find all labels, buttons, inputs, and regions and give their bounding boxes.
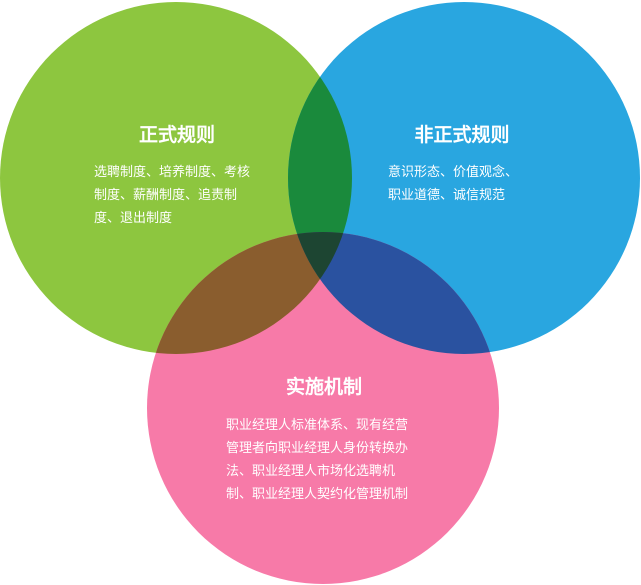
formal-rules-title: 正式规则 bbox=[139, 123, 215, 146]
mechanism-line-2: 管理者向职业经理人身份转换办 bbox=[226, 440, 408, 456]
informal-rules-line-2: 职业道德、诚信规范 bbox=[388, 188, 505, 203]
informal-rules-title: 非正式规则 bbox=[414, 123, 509, 146]
formal-rules-line-2: 制度、薪酬制度、追责制 bbox=[94, 187, 237, 203]
informal-rules-line-1: 意识形态、价值观念、 bbox=[388, 164, 518, 180]
formal-mechanism-overlap bbox=[147, 232, 352, 354]
mechanism-line-3: 法、职业经理人市场化选聘机 bbox=[226, 463, 395, 479]
formal-rules-line-1: 选聘制度、培养制度、考核 bbox=[94, 164, 250, 180]
formal-rules-line-3: 度、退出制度 bbox=[94, 210, 172, 226]
informal-mechanism-overlap bbox=[288, 232, 499, 354]
mechanism-title: 实施机制 bbox=[286, 375, 362, 398]
mechanism-line-1: 职业经理人标准体系、现有经营 bbox=[226, 418, 408, 433]
mechanism-line-4: 制、职业经理人契约化管理机制 bbox=[226, 487, 408, 502]
